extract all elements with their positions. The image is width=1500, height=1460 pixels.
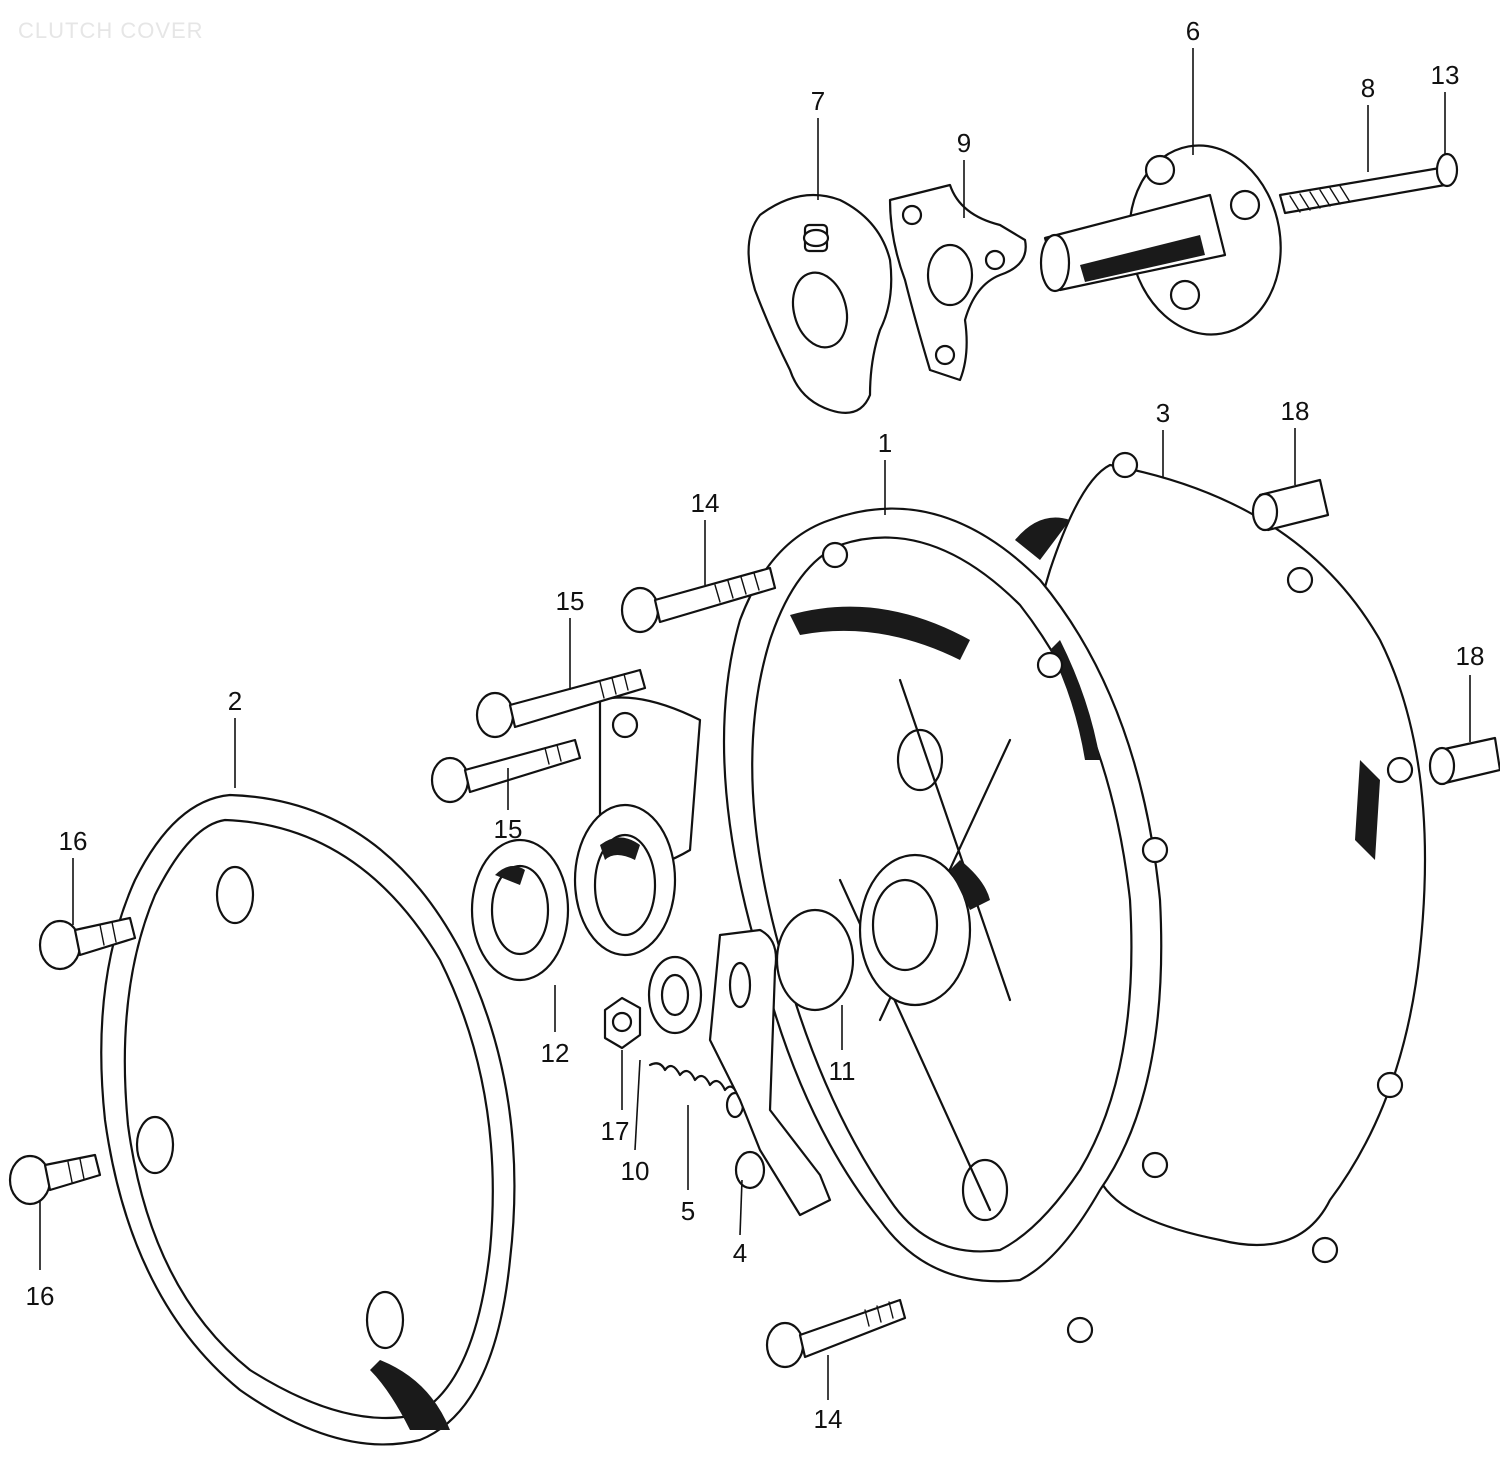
callout-3: 3 [1156, 398, 1170, 428]
part-6-lifter-piece [1039, 144, 1282, 336]
callout-14: 14 [814, 1404, 843, 1434]
callout-15: 15 [556, 586, 585, 616]
part-15-bolt-upper [475, 668, 647, 739]
callout-16: 16 [59, 826, 88, 856]
callout-1: 1 [878, 428, 892, 458]
callout-labels: 6 7 8 13 9 3 18 1 14 15 18 2 15 16 12 11… [26, 16, 1485, 1434]
callout-9: 9 [957, 128, 971, 158]
callout-10: 10 [621, 1156, 650, 1186]
leader-lines [39, 48, 1471, 1400]
callout-16: 16 [26, 1281, 55, 1311]
callout-13: 13 [1431, 60, 1460, 90]
callout-2: 2 [228, 686, 242, 716]
callout-17: 17 [601, 1116, 630, 1146]
part-12-oil-seal [470, 838, 570, 982]
part-15-bolt-lower [430, 738, 582, 804]
callout-5: 5 [681, 1196, 695, 1226]
part-14-bolt-upper [620, 566, 777, 634]
callout-14: 14 [691, 488, 720, 518]
part-10-washer [647, 955, 703, 1035]
callout-15: 15 [494, 814, 523, 844]
callout-4: 4 [733, 1238, 747, 1268]
part-8-bolt [1278, 152, 1459, 215]
part-2-side-cover [100, 793, 516, 1446]
part-1-clutch-cover [573, 507, 1169, 1344]
part-16-screw-upper [38, 916, 137, 971]
callout-11: 11 [829, 1056, 856, 1086]
callout-6: 6 [1186, 16, 1200, 46]
part-4-lifter-arm [708, 928, 832, 1217]
callout-8: 8 [1361, 73, 1375, 103]
part-18-dowel-right [1428, 736, 1500, 786]
part-17-nut [603, 996, 642, 1050]
part-7-cam-plate [747, 193, 893, 414]
part-16-screw-lower [8, 1153, 102, 1206]
part-18-dowel-upper [1251, 478, 1330, 532]
callout-7: 7 [811, 86, 825, 116]
part-9-plate [888, 183, 1027, 382]
diagram-title: CLUTCH COVER [18, 18, 204, 43]
part-11-seal [775, 908, 855, 1012]
callout-12: 12 [541, 1038, 570, 1068]
callout-18: 18 [1456, 641, 1485, 671]
part-14-bolt-lower [765, 1298, 907, 1369]
callout-18: 18 [1281, 396, 1310, 426]
